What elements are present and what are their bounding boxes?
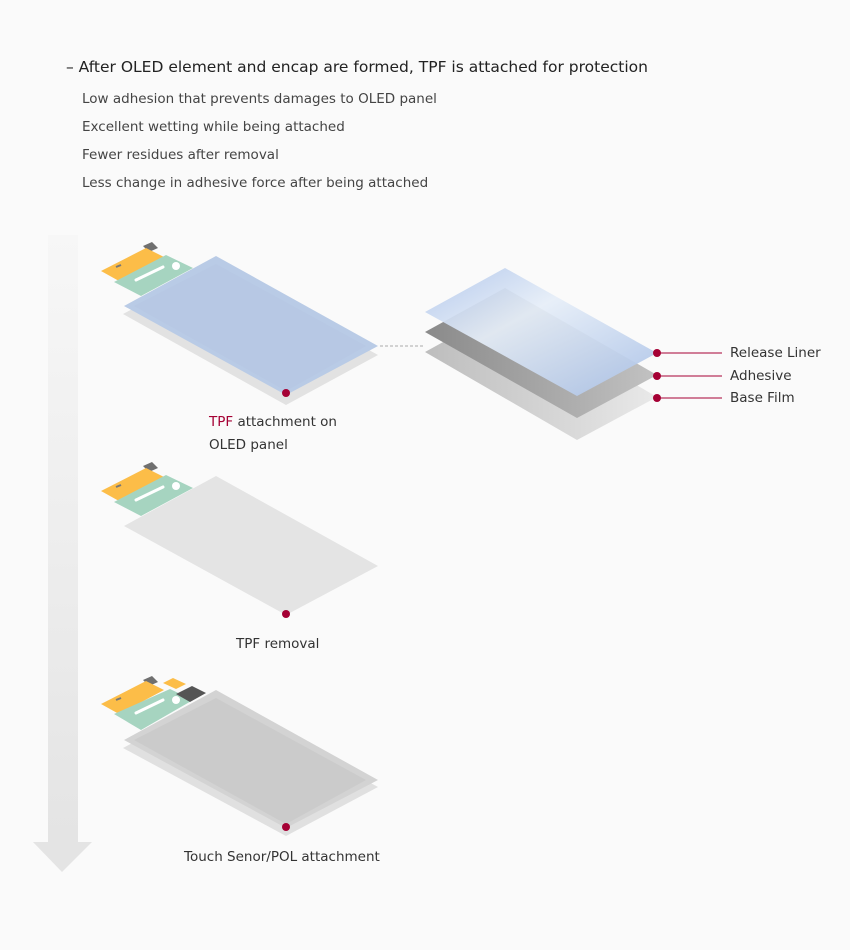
bullet: Low adhesion that prevents damages to OL… [82,91,437,107]
layer-label-base-film: Base Film [730,390,795,406]
process-arrow [33,235,92,872]
oled-panel-touch-pol [101,676,378,836]
oled-panel-tpf-removed [101,462,378,618]
heading: – After OLED element and encap are forme… [66,58,648,76]
layer-label-adhesive: Adhesive [730,368,792,384]
layer-label-release-liner: Release Liner [730,345,821,361]
bullet: Fewer residues after removal [82,147,279,163]
tpf-layer-stack [425,268,722,440]
bullet: Less change in adhesive force after bein… [82,175,429,191]
oled-panel-tpf-attached [101,242,425,405]
step2-label: TPF removal [236,636,320,652]
bullet: Excellent wetting while being attached [82,119,345,135]
step3-label: Touch Senor/POL attachment [184,849,380,865]
